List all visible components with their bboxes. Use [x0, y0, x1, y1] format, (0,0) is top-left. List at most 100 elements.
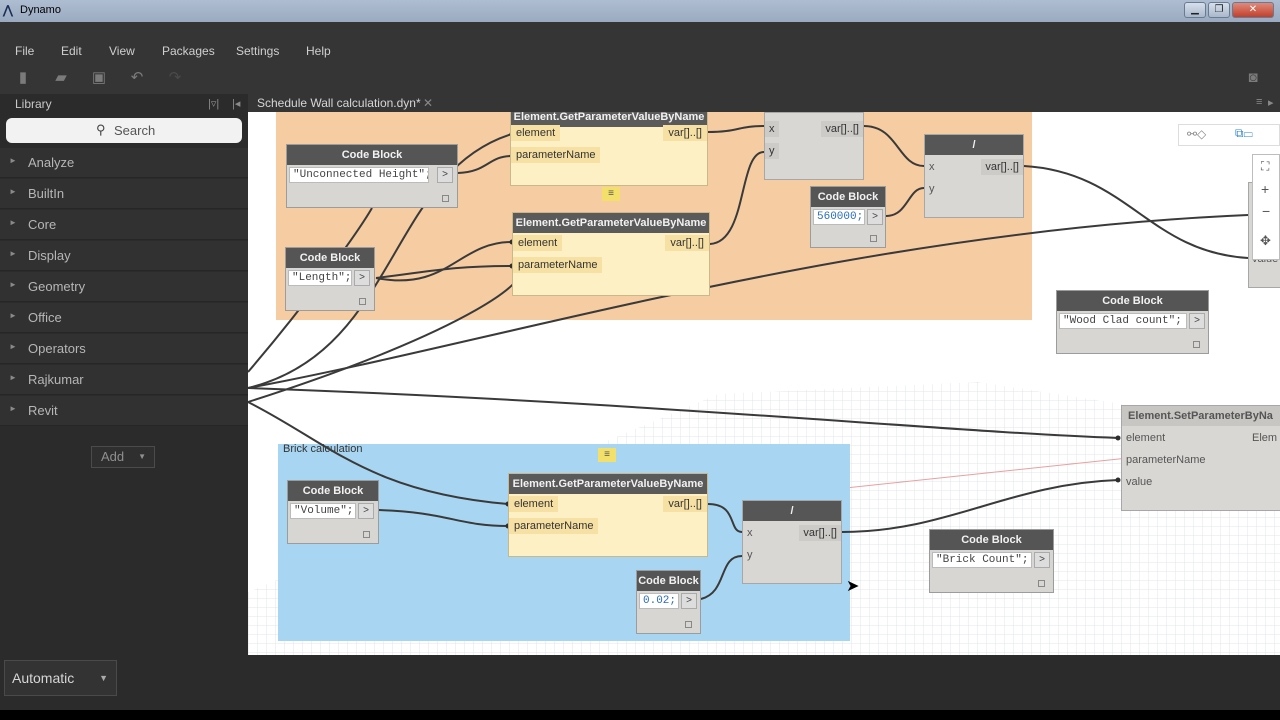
output-port[interactable]: > [1034, 552, 1050, 568]
node-preview-toggle[interactable] [1038, 580, 1045, 587]
run-mode-dropdown[interactable]: Automatic ▼ [4, 660, 117, 696]
code-block-node-brick-count[interactable]: Code Block "Brick Count"; > [929, 529, 1054, 593]
input-port-element[interactable]: element [1126, 432, 1166, 444]
output-port[interactable]: Elem [1252, 432, 1278, 444]
output-port[interactable]: > [354, 270, 370, 286]
pan-icon[interactable]: ✥ [1260, 233, 1271, 248]
code-block-node-volume[interactable]: Code Block "Volume"; > [287, 480, 379, 544]
code-block-node-0-02[interactable]: Code Block 0.02; > [636, 570, 701, 634]
menu-file[interactable]: File [15, 44, 35, 58]
maximize-button[interactable]: ❐ [1208, 2, 1230, 18]
save-icon[interactable]: ▣ [91, 69, 107, 86]
menu-help[interactable]: Help [306, 44, 331, 58]
minimize-button[interactable]: ▁ [1184, 2, 1206, 18]
new-file-icon[interactable]: ▮ [18, 69, 28, 86]
code-block-node-unconnected-height[interactable]: Code Block "Unconnected Height"; > [286, 144, 458, 208]
output-port[interactable]: var[]..[] [981, 159, 1023, 175]
menu-edit[interactable]: Edit [61, 44, 82, 58]
menu-packages[interactable]: Packages [162, 44, 215, 58]
close-button[interactable]: ✕ [1232, 2, 1274, 18]
node-preview-toggle[interactable] [442, 195, 449, 202]
code-block-input[interactable]: 0.02; [639, 593, 679, 609]
output-port[interactable]: var[]..[] [799, 525, 841, 541]
input-port-element[interactable]: element [511, 125, 561, 141]
code-block-node-length[interactable]: Code Block "Length"; > [285, 247, 375, 311]
close-tab-icon[interactable]: ✕ [423, 96, 434, 110]
input-port-parametername[interactable]: parameterName [509, 518, 599, 534]
undo-icon[interactable]: ↶ [130, 69, 144, 86]
get-parameter-value-node-2[interactable]: Element.GetParameterValueByName element … [512, 212, 710, 296]
get-parameter-value-node-3[interactable]: Element.GetParameterValueByName element … [508, 473, 708, 557]
geometry-view-icon[interactable]: ⚯◇ [1187, 127, 1207, 141]
input-port-y[interactable]: y [747, 549, 753, 561]
input-port-x[interactable]: x [929, 161, 935, 173]
node-preview-toggle[interactable] [685, 621, 692, 628]
menu-settings[interactable]: Settings [236, 44, 280, 58]
output-port[interactable]: var[]..[] [663, 496, 707, 512]
divide-node-1[interactable]: / x y var[]..[] [924, 134, 1024, 218]
node-preview-toggle[interactable] [1193, 341, 1200, 348]
collapse-library-icon[interactable]: |◂ [232, 98, 241, 110]
library-category-builtin[interactable]: ►BuiltIn [0, 179, 248, 209]
get-parameter-value-node-1[interactable]: Element.GetParameterValueByName element … [510, 112, 708, 186]
note-icon[interactable]: ≡ [598, 448, 616, 462]
zoom-fit-icon[interactable]: ⛶ [1261, 159, 1270, 173]
multiply-node[interactable]: x y var[]..[] [764, 112, 864, 180]
zoom-in-icon[interactable]: + [1261, 181, 1270, 197]
input-port-parametername[interactable]: parameterName [511, 147, 601, 163]
input-port-element[interactable]: element [513, 235, 563, 251]
code-block-input[interactable]: "Brick Count"; [932, 552, 1032, 568]
library-category-analyze[interactable]: ►Analyze [0, 148, 248, 178]
library-category-geometry[interactable]: ►Geometry [0, 272, 248, 302]
code-block-input[interactable]: 560000; [813, 209, 865, 225]
set-parameter-by-name-node[interactable]: Element.SetParameterByNa element paramet… [1121, 405, 1280, 511]
code-block-node-560000[interactable]: Code Block 560000; > [810, 186, 886, 248]
view-mode-switch[interactable]: ⚯◇ ⧉▭ [1178, 124, 1280, 146]
library-search-input[interactable]: ⚲ Search [6, 118, 242, 143]
add-button[interactable]: Add▼ [91, 446, 155, 468]
output-port[interactable]: var[]..[] [821, 121, 863, 137]
screenshot-camera-icon[interactable]: ◙ [1248, 69, 1258, 86]
input-port-element[interactable]: element [509, 496, 559, 512]
library-category-core[interactable]: ►Core [0, 210, 248, 240]
library-category-display[interactable]: ►Display [0, 241, 248, 271]
library-filter-icon[interactable]: |▿| [208, 98, 220, 110]
zoom-out-icon[interactable]: − [1262, 203, 1271, 219]
graph-canvas[interactable]: Brick calculation [248, 112, 1280, 655]
code-block-node-wood-clad-count[interactable]: Code Block "Wood Clad count"; > [1056, 290, 1209, 354]
output-port[interactable]: var[]..[] [665, 235, 709, 251]
node-preview-toggle[interactable] [363, 531, 370, 538]
code-block-input[interactable]: "Wood Clad count"; [1059, 313, 1187, 329]
open-file-icon[interactable]: ▰ [55, 69, 67, 86]
output-port[interactable]: var[]..[] [663, 125, 707, 141]
library-category-operators[interactable]: ►Operators [0, 334, 248, 364]
tab-schedule-wall-calculation[interactable]: Schedule Wall calculation.dyn* [252, 94, 438, 112]
node-preview-toggle[interactable] [870, 235, 877, 242]
menu-view[interactable]: View [109, 44, 135, 58]
input-port-x[interactable]: x [765, 121, 779, 137]
input-port-y[interactable]: y [929, 183, 935, 195]
scroll-right-icon[interactable]: ▸ [1268, 97, 1274, 109]
code-block-input[interactable]: "Volume"; [290, 503, 356, 519]
tab-menu-icon[interactable]: ≡ [1256, 96, 1263, 108]
input-port-parametername[interactable]: parameterName [513, 257, 603, 273]
input-port-y[interactable]: y [765, 143, 779, 159]
graph-view-icon[interactable]: ⧉▭ [1235, 126, 1253, 140]
redo-icon[interactable]: ↷ [168, 69, 182, 86]
input-port-value[interactable]: value [1126, 476, 1153, 488]
output-port[interactable]: > [681, 593, 697, 609]
divide-node-2[interactable]: / x y var[]..[] [742, 500, 842, 584]
output-port[interactable]: > [867, 209, 883, 225]
input-port-x[interactable]: x [747, 527, 753, 539]
library-category-office[interactable]: ►Office [0, 303, 248, 333]
output-port[interactable]: > [437, 167, 453, 183]
node-preview-toggle[interactable] [359, 298, 366, 305]
note-icon[interactable]: ≡ [602, 187, 620, 201]
library-category-revit[interactable]: ►Revit [0, 396, 248, 426]
library-category-rajkumar[interactable]: ►Rajkumar [0, 365, 248, 395]
code-block-input[interactable]: "Length"; [288, 270, 352, 286]
output-port[interactable]: > [358, 503, 374, 519]
code-block-input[interactable]: "Unconnected Height"; [289, 167, 429, 183]
input-port-parametername[interactable]: parameterName [1126, 454, 1206, 466]
output-port[interactable]: > [1189, 313, 1205, 329]
